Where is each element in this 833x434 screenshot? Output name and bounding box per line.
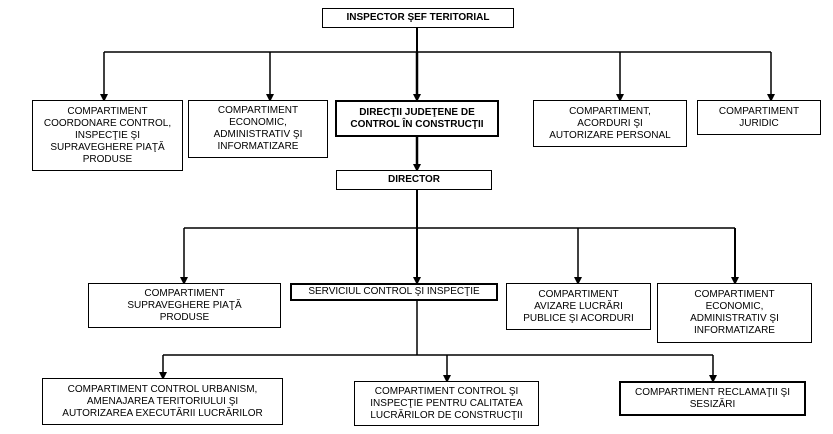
juridic-box: COMPARTIMENT JURIDIC	[697, 100, 821, 135]
avizare-lucrari-label: COMPARTIMENT AVIZARE LUCRĂRI PUBLICE ŞI …	[523, 288, 634, 324]
economic-administrativ-2-label: COMPARTIMENT ECONOMIC, ADMINISTRATIV ŞI …	[690, 289, 779, 336]
inspector-sef-teritorial-label: INSPECTOR ŞEF TERITORIAL	[346, 12, 490, 23]
control-urbanism-box: COMPARTIMENT CONTROL URBANISM, AMENAJARE…	[42, 378, 283, 425]
economic-administrativ-box: COMPARTIMENT ECONOMIC, ADMINISTRATIV ŞI …	[188, 100, 328, 158]
control-urbanism-label: COMPARTIMENT CONTROL URBANISM, AMENAJARE…	[62, 383, 263, 419]
control-calitate-box: COMPARTIMENT CONTROL ŞI INSPECŢIE PENTRU…	[354, 381, 539, 426]
economic-administrativ-label: COMPARTIMENT ECONOMIC, ADMINISTRATIV ŞI …	[213, 105, 303, 152]
director-box: DIRECTOR	[336, 170, 492, 190]
avizare-lucrari-box: COMPARTIMENT AVIZARE LUCRĂRI PUBLICE ŞI …	[506, 283, 651, 330]
economic-administrativ-2-box: COMPARTIMENT ECONOMIC, ADMINISTRATIV ŞI …	[657, 283, 812, 343]
coordonare-control-label: COMPARTIMENT COORDONARE CONTROL, INSPECŢ…	[43, 105, 172, 165]
reclamatii-sesizari-box: COMPARTIMENT RECLAMAŢII ŞI SESIZĂRI	[619, 381, 806, 416]
serviciul-control-label: SERVICIUL CONTROL ŞI INSPECŢIE	[308, 286, 480, 297]
inspector-sef-teritorial-box: INSPECTOR ŞEF TERITORIAL	[322, 8, 514, 28]
serviciul-control-box: SERVICIUL CONTROL ŞI INSPECŢIE	[290, 283, 498, 301]
acorduri-autorizare-box: COMPARTIMENT, ACORDURI ŞI AUTORIZARE PER…	[533, 100, 687, 147]
acorduri-autorizare-label: COMPARTIMENT, ACORDURI ŞI AUTORIZARE PER…	[549, 105, 671, 141]
directii-judetene-box: DIRECŢII JUDEŢENE DE CONTROL ÎN CONSTRUC…	[335, 100, 499, 137]
supraveghere-piata-label: COMPARTIMENT SUPRAVEGHERE PIAŢĂ PRODUSE	[127, 287, 242, 323]
director-label: DIRECTOR	[387, 174, 441, 185]
coordonare-control-box: COMPARTIMENT COORDONARE CONTROL, INSPECŢ…	[32, 100, 183, 171]
control-calitate-label: COMPARTIMENT CONTROL ŞI INSPECŢIE PENTRU…	[370, 385, 523, 421]
juridic-label: COMPARTIMENT JURIDIC	[718, 105, 800, 129]
directii-judetene-label: DIRECŢII JUDEŢENE DE CONTROL ÎN CONSTRUC…	[350, 106, 484, 130]
reclamatii-sesizari-label: COMPARTIMENT RECLAMAŢII ŞI SESIZĂRI	[634, 386, 791, 410]
supraveghere-piata-box: COMPARTIMENT SUPRAVEGHERE PIAŢĂ PRODUSE	[88, 283, 281, 328]
